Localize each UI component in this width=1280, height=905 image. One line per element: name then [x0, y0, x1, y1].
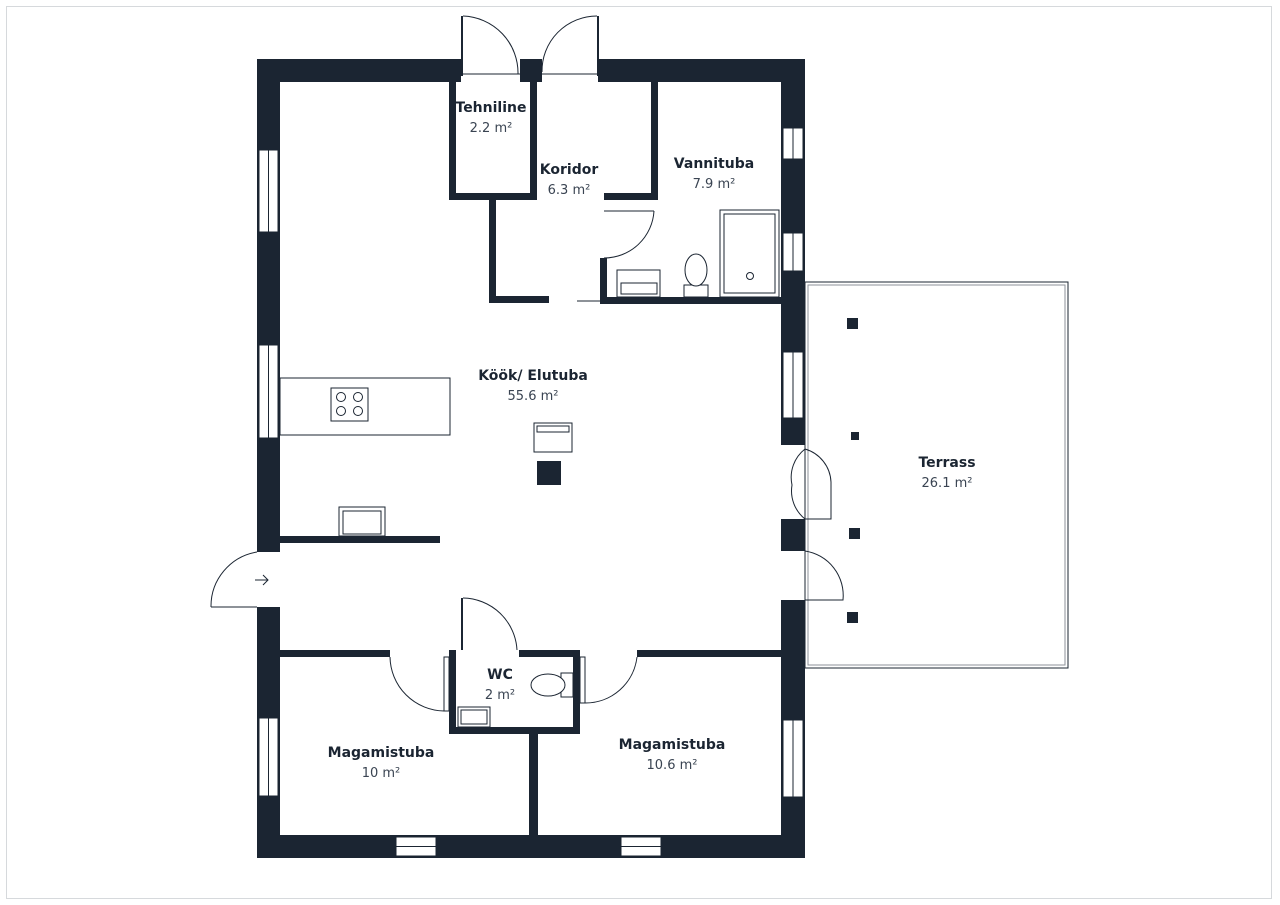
room-label-magamistuba-2: Magamistuba 10.6 m²: [619, 737, 726, 773]
stove-icon: [330, 387, 369, 422]
room-name: Köök/ Elutuba: [478, 368, 588, 384]
room-area: 10 m²: [362, 766, 401, 781]
room-name: Terrass: [918, 455, 975, 471]
room-label-wc: WC 2 m²: [485, 667, 515, 703]
wc-sink-icon: [457, 706, 491, 728]
room-label-magamistuba-1: Magamistuba 10 m²: [328, 745, 435, 781]
page-frame: [6, 6, 1272, 899]
room-name: Magamistuba: [328, 745, 435, 761]
terrace-posts: [847, 318, 860, 623]
room-label-tehniline: Tehniline 2.2 m²: [456, 100, 527, 136]
room-area: 2 m²: [485, 688, 515, 703]
room-area: 10.6 m²: [647, 758, 698, 773]
entrance-arrow-icon: [255, 574, 269, 586]
room-name: Tehniline: [456, 100, 527, 116]
windows: [258, 127, 804, 857]
bathroom-sink-icon: [616, 269, 661, 298]
room-name: Vannituba: [674, 156, 754, 172]
toilet-icon: [683, 253, 709, 298]
room-area: 55.6 m²: [508, 389, 559, 404]
sink-icon: [338, 506, 386, 537]
wc-toilet-icon: [530, 672, 574, 698]
room-name: Koridor: [540, 162, 599, 178]
armchair-icon: [533, 422, 573, 453]
shower-icon: [719, 209, 780, 298]
room-area: 26.1 m²: [922, 476, 973, 491]
interior-walls: [280, 82, 781, 835]
room-label-kook-elutuba: Köök/ Elutuba 55.6 m²: [478, 368, 588, 404]
room-label-terrass: Terrass 26.1 m²: [918, 455, 975, 491]
room-area: 2.2 m²: [470, 121, 513, 136]
doors: [210, 15, 844, 712]
room-area: 7.9 m²: [693, 177, 736, 192]
room-name: Magamistuba: [619, 737, 726, 753]
room-name: WC: [487, 667, 513, 683]
stool-icon: [537, 461, 561, 485]
room-area: 6.3 m²: [548, 183, 591, 198]
room-label-koridor: Koridor 6.3 m²: [540, 162, 599, 198]
terrace-outline: [804, 281, 1069, 669]
room-label-vannituba: Vannituba 7.9 m²: [674, 156, 754, 192]
